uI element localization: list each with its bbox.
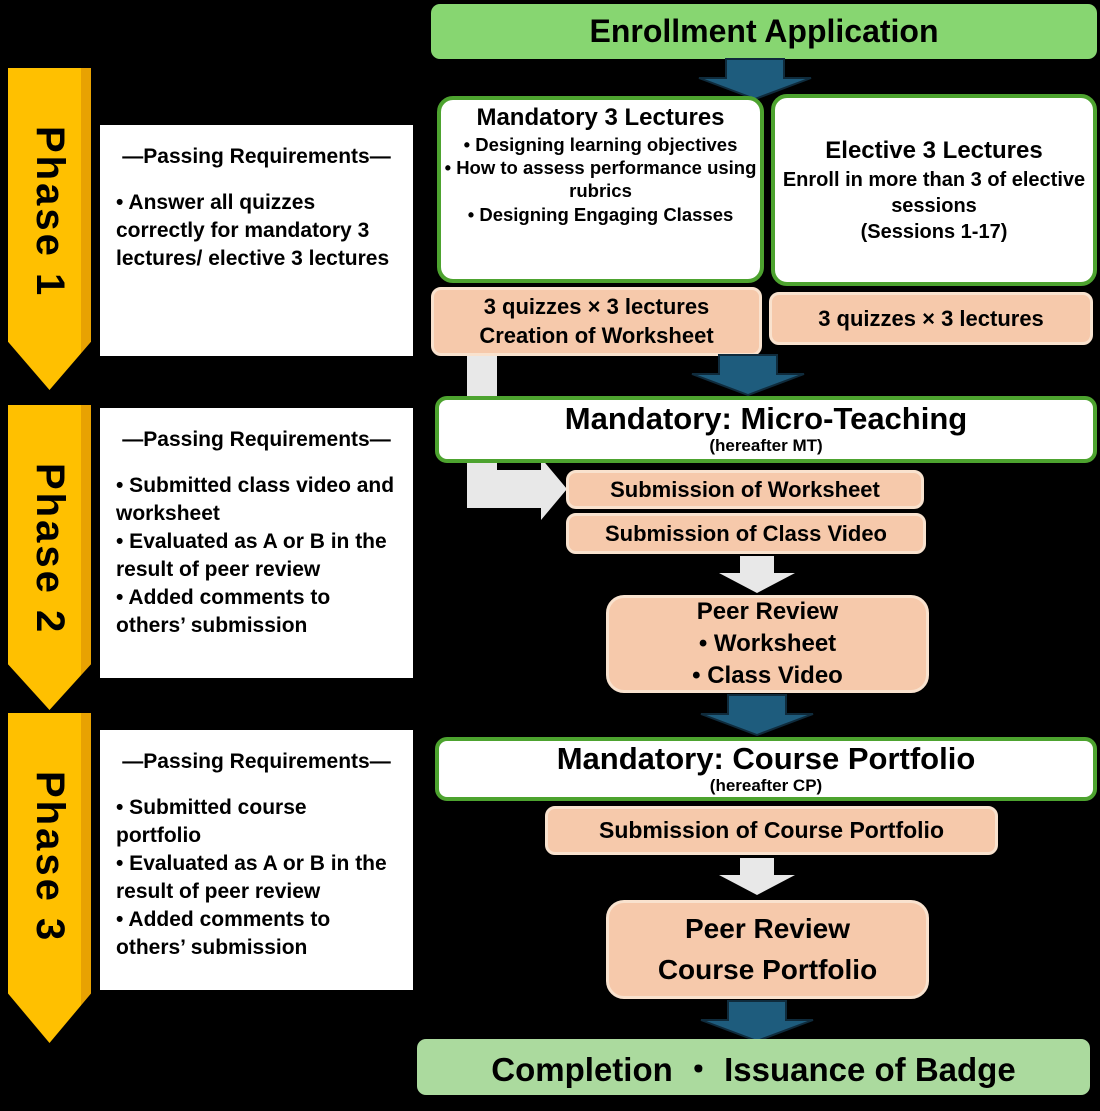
peer-review-mt-box: Peer Review • Worksheet • Class Video xyxy=(606,595,929,693)
phase-3-arrow: Phase 3 xyxy=(8,713,91,1043)
phase-2-requirement-item: • Evaluated as A or B in the result of p… xyxy=(116,529,387,581)
phase-1-label: Phase 1 xyxy=(28,126,72,299)
peer-review-cp-title: Peer Review xyxy=(685,912,850,944)
phase-3-requirements-title: —Passing Requirements— xyxy=(122,750,391,773)
down-arrow-blue-icon xyxy=(697,58,813,100)
down-arrow-gray-icon xyxy=(717,556,797,594)
elective-quizzes-label: 3 quizzes × 3 lectures xyxy=(818,305,1044,331)
phase-2-requirement-item: • Submitted class video and worksheet xyxy=(116,474,395,525)
mandatory-lecture-item: • Designing learning objectives xyxy=(463,133,738,155)
mandatory-lecture-item: • How to assess performance using rubric… xyxy=(444,157,757,202)
submission-course-portfolio-label: Submission of Course Portfolio xyxy=(598,817,944,843)
down-arrow-blue-icon xyxy=(699,1000,815,1042)
micro-teaching-title: Mandatory: Micro-Teaching xyxy=(564,401,968,437)
submission-class-video-label: Submission of Class Video xyxy=(605,520,887,546)
completion-box: Completion ・ Issuance of Badge xyxy=(417,1039,1090,1095)
right-arrow-gray-icon xyxy=(541,458,567,520)
phase-2-requirement-item: • Added comments to others’ submission xyxy=(116,585,331,637)
elective-quizzes-box: 3 quizzes × 3 lectures xyxy=(769,292,1093,345)
micro-teaching-subtitle: (hereafter MT) xyxy=(709,436,823,456)
peer-review-mt-title: Peer Review xyxy=(696,598,839,626)
course-portfolio-subtitle: (hereafter CP) xyxy=(709,775,823,795)
peer-review-cp-box: Peer Review Course Portfolio xyxy=(606,900,929,999)
elective-3-lectures-box: Elective 3 Lectures Enroll in more than … xyxy=(771,94,1097,286)
enrollment-application-label: Enrollment Application xyxy=(589,13,939,49)
micro-teaching-box: Mandatory: Micro-Teaching (hereafter MT) xyxy=(435,396,1097,463)
mandatory-quizzes-line2: Creation of Worksheet xyxy=(479,322,714,348)
completion-label: Completion ・ Issuance of Badge xyxy=(491,1051,1016,1088)
phase-2-label: Phase 2 xyxy=(28,463,72,636)
peer-review-cp-subtitle: Course Portfolio xyxy=(657,953,878,985)
course-portfolio-box: Mandatory: Course Portfolio (hereafter C… xyxy=(435,737,1097,801)
submission-course-portfolio-box: Submission of Course Portfolio xyxy=(545,806,998,855)
mandatory-3-lectures-box: Mandatory 3 Lectures • Designing learnin… xyxy=(437,96,764,283)
phase-3-requirement-item: • Added comments to others’ submission xyxy=(116,907,331,959)
phase-2-requirements-title: —Passing Requirements— xyxy=(122,428,391,451)
phase-3-requirement-item: • Submitted course portfolio xyxy=(116,796,307,847)
phase-1-arrow: Phase 1 xyxy=(8,68,91,390)
down-arrow-blue-icon xyxy=(690,354,806,396)
phase-1-requirements-title: —Passing Requirements— xyxy=(122,145,391,168)
phase-3-requirement-item: • Evaluated as A or B in the result of p… xyxy=(116,851,387,903)
worksheet-flow-connector xyxy=(467,470,541,508)
peer-review-mt-item: • Class Video xyxy=(692,661,843,689)
mandatory-quizzes-box: 3 quizzes × 3 lectures Creation of Works… xyxy=(431,287,762,356)
phase-1-requirement-item: • Answer all quizzes correctly for manda… xyxy=(116,191,390,270)
enrollment-application-box: Enrollment Application xyxy=(431,4,1097,59)
phase-2-arrow: Phase 2 xyxy=(8,405,91,710)
elective-3-lectures-note: (Sessions 1-17) xyxy=(860,220,1008,243)
course-portfolio-title: Mandatory: Course Portfolio xyxy=(556,740,976,776)
phase-3-label: Phase 3 xyxy=(28,771,72,944)
submission-worksheet-label: Submission of Worksheet xyxy=(610,476,880,502)
submission-class-video-box: Submission of Class Video xyxy=(566,513,926,554)
submission-worksheet-box: Submission of Worksheet xyxy=(566,470,924,509)
elective-3-lectures-body: Enroll in more than 3 of elective sessio… xyxy=(782,168,1086,217)
down-arrow-gray-icon xyxy=(717,858,797,896)
phase-3-requirements-box: —Passing Requirements— • Submitted cours… xyxy=(100,730,413,990)
worksheet-flow-connector xyxy=(467,356,497,398)
mandatory-lecture-item: • Designing Engaging Classes xyxy=(467,203,734,225)
phase-2-requirements-box: —Passing Requirements— • Submitted class… xyxy=(100,408,413,678)
mandatory-quizzes-line1: 3 quizzes × 3 lectures xyxy=(483,293,710,319)
elective-3-lectures-title: Elective 3 Lectures xyxy=(825,137,1043,165)
peer-review-mt-item: • Worksheet xyxy=(698,630,837,658)
down-arrow-blue-icon xyxy=(699,694,815,736)
phase-1-requirements-box: —Passing Requirements— • Answer all quiz… xyxy=(100,125,413,356)
mandatory-3-lectures-title: Mandatory 3 Lectures xyxy=(476,104,725,131)
